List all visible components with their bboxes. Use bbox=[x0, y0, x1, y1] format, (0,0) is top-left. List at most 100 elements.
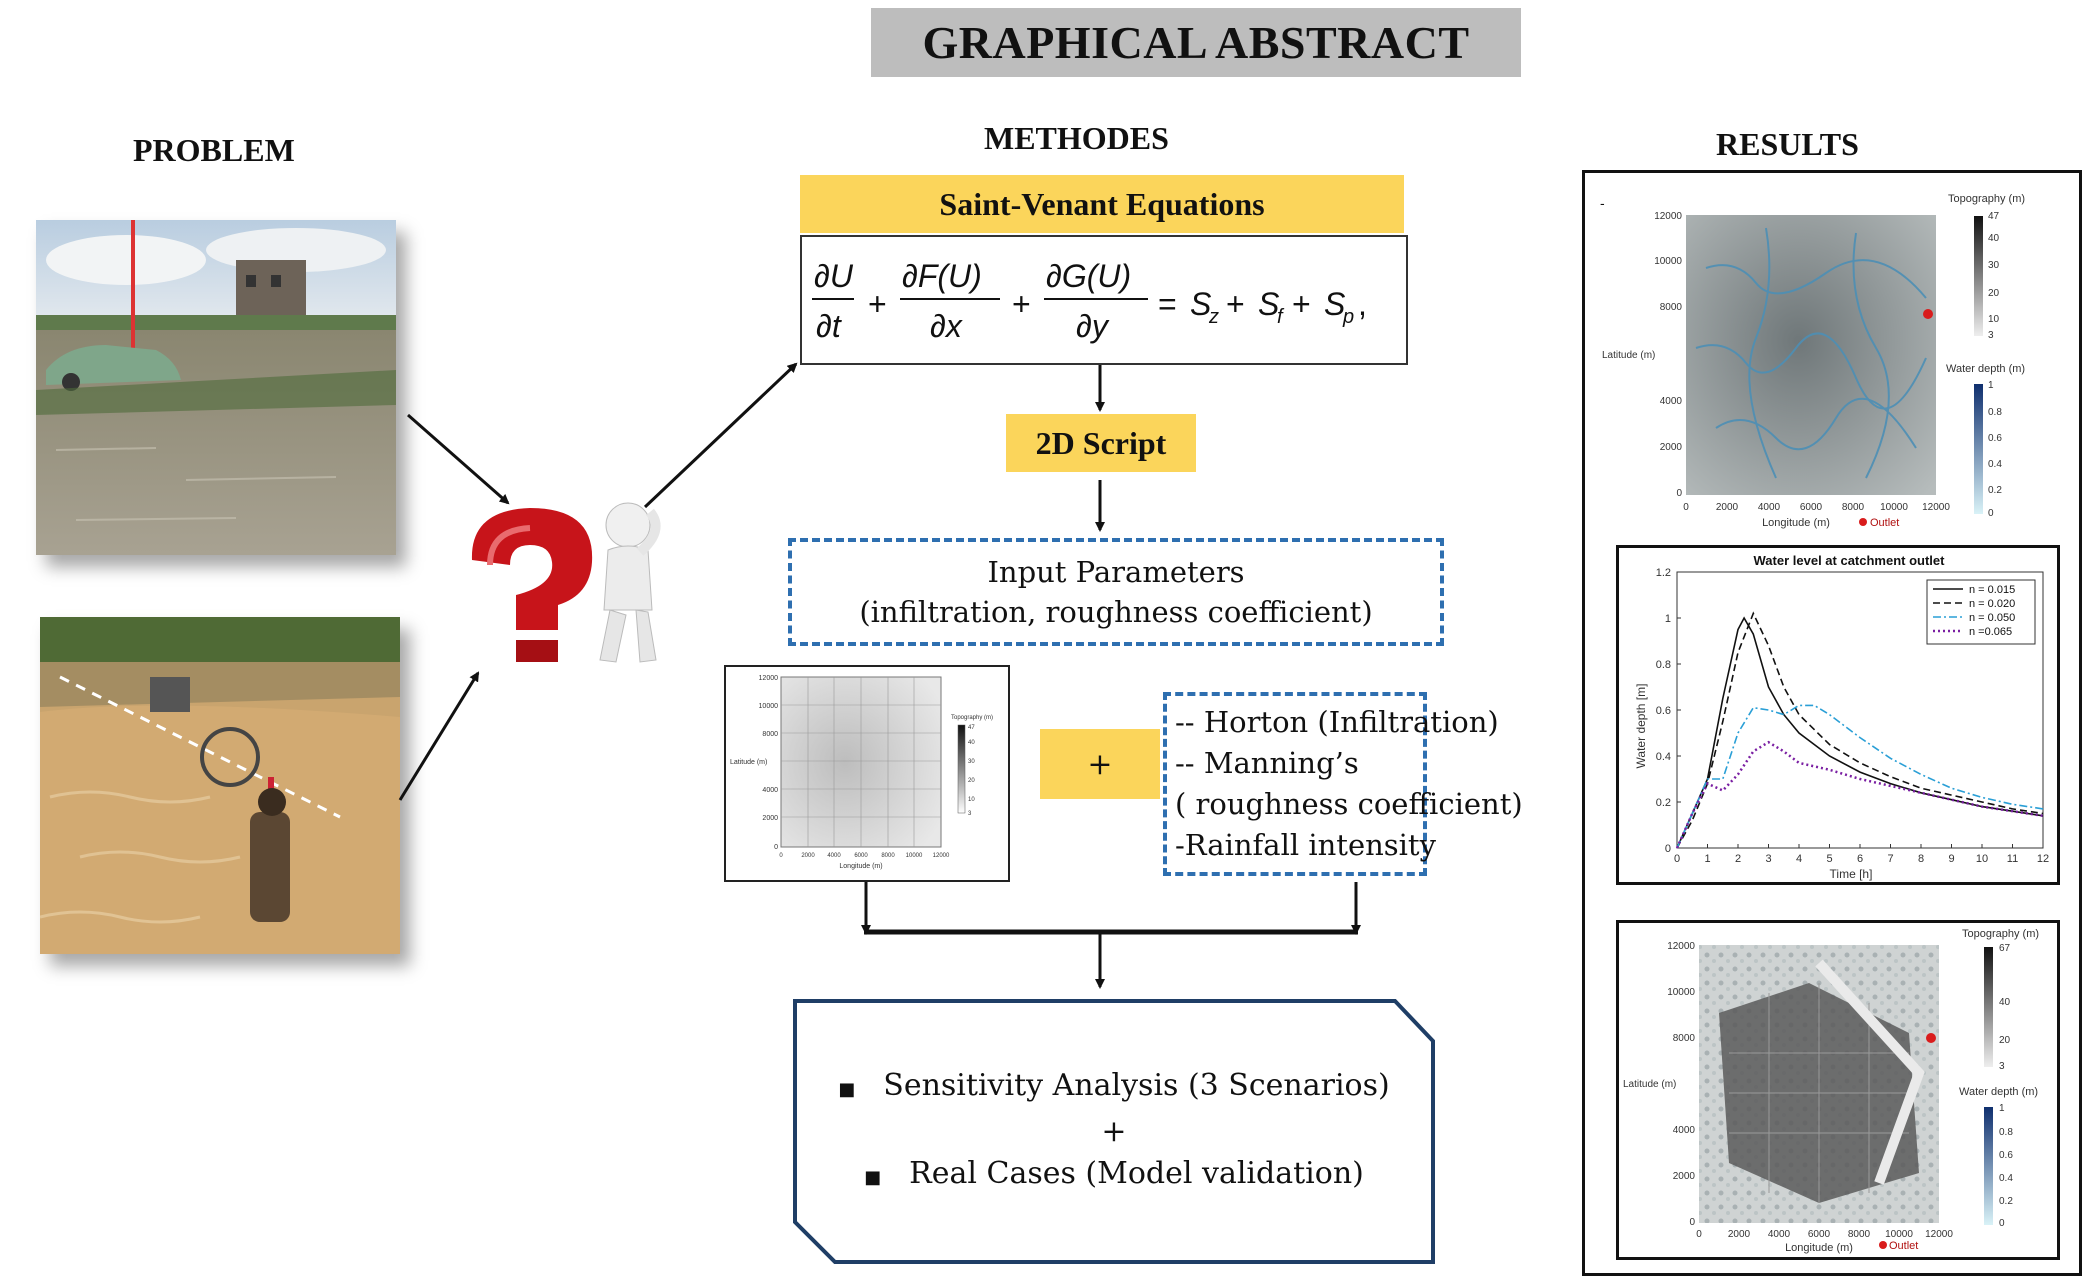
colorbar-tick: 3 bbox=[1988, 330, 1994, 341]
colorbar-tick: 40 bbox=[1999, 997, 2011, 1008]
svg-text:f: f bbox=[1277, 306, 1285, 328]
problem-heading: PROBLEM bbox=[133, 132, 295, 168]
y-tick: 2000 bbox=[762, 815, 778, 822]
input-parameters-detail: (infiltration, roughness coefficient) bbox=[859, 595, 1373, 629]
y-tick-label: 1 bbox=[1665, 613, 1671, 625]
svg-text:∂t: ∂t bbox=[816, 308, 842, 344]
x-tick-label: 1 bbox=[1704, 853, 1710, 865]
x-tick: 2000 bbox=[1716, 502, 1739, 513]
y-tick: 0 bbox=[1689, 1217, 1695, 1228]
x-tick-label: 8 bbox=[1918, 853, 1924, 865]
x-tick: 6000 bbox=[854, 853, 868, 859]
x-tick: 12000 bbox=[1922, 502, 1950, 513]
colorbar-tick: 20 bbox=[1988, 288, 2000, 299]
colorbar-tick: 40 bbox=[968, 740, 975, 746]
results-heading: RESULTS bbox=[1716, 126, 1859, 162]
x-tick-label: 0 bbox=[1674, 853, 1680, 865]
x-tick: 6000 bbox=[1808, 1229, 1831, 1240]
y-tick: 2000 bbox=[1660, 442, 1683, 453]
x-tick: 4000 bbox=[827, 853, 841, 859]
colorbar-tick: 67 bbox=[1999, 943, 2011, 954]
parameters-list-box: -- Horton (Infiltration) -- Manning’s ( … bbox=[1163, 692, 1523, 876]
x-tick: 0 bbox=[779, 853, 783, 859]
svg-text:∂G(U): ∂G(U) bbox=[1046, 258, 1131, 294]
x-axis-label: Longitude (m) bbox=[1762, 517, 1830, 529]
colorbar-tick: 47 bbox=[968, 725, 975, 731]
y-axis-label: Water depth [m] bbox=[1634, 684, 1648, 769]
x-tick: 2000 bbox=[1728, 1229, 1751, 1240]
colorbar-tick: 30 bbox=[1988, 260, 2000, 271]
topography-map-small: 12000 10000 8000 4000 2000 0 Latitude (m… bbox=[724, 665, 1010, 882]
colorbar-title: Topography (m) bbox=[951, 715, 993, 721]
chart-title: Water level at catchment outlet bbox=[1754, 553, 1946, 568]
x-tick: 6000 bbox=[1800, 502, 1823, 513]
series-line-0 bbox=[1676, 616, 2044, 849]
series-line-1 bbox=[1676, 611, 2044, 849]
x-tick-label: 6 bbox=[1857, 853, 1863, 865]
colorbar-tick: 0 bbox=[1999, 1218, 2005, 1229]
svg-text:+: + bbox=[868, 286, 887, 322]
colorbar-tick: 10 bbox=[968, 797, 975, 803]
svg-text:∂F(U): ∂F(U) bbox=[902, 258, 982, 294]
outputs-box: ■Sensitivity Analysis (3 Scenarios) + ■R… bbox=[793, 999, 1435, 1264]
x-tick: 12000 bbox=[933, 853, 950, 859]
svg-text:S: S bbox=[1190, 286, 1211, 322]
outlet-label: Outlet bbox=[1889, 1240, 1918, 1252]
y-tick: 4000 bbox=[762, 787, 778, 794]
param-manning: -- Manning’s bbox=[1175, 746, 1359, 780]
series-line-2 bbox=[1676, 704, 2044, 849]
svg-text:+: + bbox=[1226, 286, 1245, 322]
x-tick: 10000 bbox=[1880, 502, 1908, 513]
water-depth-title: Water depth (m) bbox=[1946, 363, 2025, 375]
y-tick: 10000 bbox=[1654, 256, 1682, 267]
colorbar-tick: 1 bbox=[1988, 380, 1994, 391]
x-tick: 2000 bbox=[801, 853, 815, 859]
colorbar-tick: 47 bbox=[1988, 211, 2000, 222]
water-depth-map-2: 12000 10000 8000 4000 2000 0 Latitude (m… bbox=[1616, 920, 2060, 1260]
graphical-abstract-title: GRAPHICAL ABSTRACT bbox=[871, 8, 1521, 77]
colorbar-tick: 0.2 bbox=[1999, 1196, 2013, 1207]
svg-text:∂U: ∂U bbox=[814, 258, 854, 294]
x-tick-label: 7 bbox=[1887, 853, 1893, 865]
colorbar-tick: 0.4 bbox=[1999, 1173, 2013, 1184]
legend-label-1: n = 0.020 bbox=[1969, 598, 2015, 610]
y-tick: 12000 bbox=[1654, 211, 1682, 222]
colorbar-tick: 10 bbox=[1988, 314, 2000, 325]
legend-label-3: n =0.065 bbox=[1969, 626, 2012, 638]
x-tick-label: 2 bbox=[1735, 853, 1741, 865]
colorbar-tick: 0.6 bbox=[1999, 1150, 2013, 1161]
x-tick: 8000 bbox=[881, 853, 895, 859]
colorbar-tick: 0.8 bbox=[1999, 1127, 2013, 1138]
y-tick: 4000 bbox=[1673, 1125, 1696, 1136]
x-tick-label: 9 bbox=[1948, 853, 1954, 865]
y-tick: 10000 bbox=[1667, 987, 1695, 998]
outlet-label: Outlet bbox=[1870, 517, 1899, 529]
y-tick: 8000 bbox=[762, 731, 778, 738]
output-plus: + bbox=[1101, 1114, 1127, 1149]
svg-text:S: S bbox=[1324, 286, 1345, 322]
x-tick-label: 4 bbox=[1796, 853, 1802, 865]
x-tick: 0 bbox=[1683, 502, 1689, 513]
svg-text:∂y: ∂y bbox=[1076, 308, 1110, 344]
outlet-marker-icon bbox=[1879, 1241, 1887, 1249]
x-axis-label: Longitude (m) bbox=[839, 863, 882, 870]
svg-text:,: , bbox=[1358, 286, 1367, 322]
outlet-marker-icon bbox=[1859, 518, 1867, 526]
y-tick-label: 0.2 bbox=[1656, 797, 1671, 809]
y-tick-label: 0.4 bbox=[1656, 751, 1671, 763]
colorbar-tick: 20 bbox=[1999, 1035, 2011, 1046]
y-tick: 8000 bbox=[1673, 1033, 1696, 1044]
output-item-real-cases: ■Real Cases (Model validation) bbox=[864, 1156, 1364, 1191]
legend-label-0: n = 0.015 bbox=[1969, 584, 2015, 596]
methods-heading: METHODES bbox=[984, 120, 1169, 156]
svg-text:S: S bbox=[1258, 286, 1279, 322]
x-axis-label: Time [h] bbox=[1830, 867, 1873, 881]
x-axis-label: Longitude (m) bbox=[1785, 1242, 1853, 1254]
y-tick: 10000 bbox=[759, 703, 779, 710]
x-tick-label: 12 bbox=[2037, 853, 2049, 865]
input-parameters-box: Input Parameters (infiltration, roughnes… bbox=[788, 538, 1444, 646]
y-tick: 2000 bbox=[1673, 1171, 1696, 1182]
y-tick: 12000 bbox=[1667, 941, 1695, 952]
colorbar-tick: 30 bbox=[968, 759, 975, 765]
